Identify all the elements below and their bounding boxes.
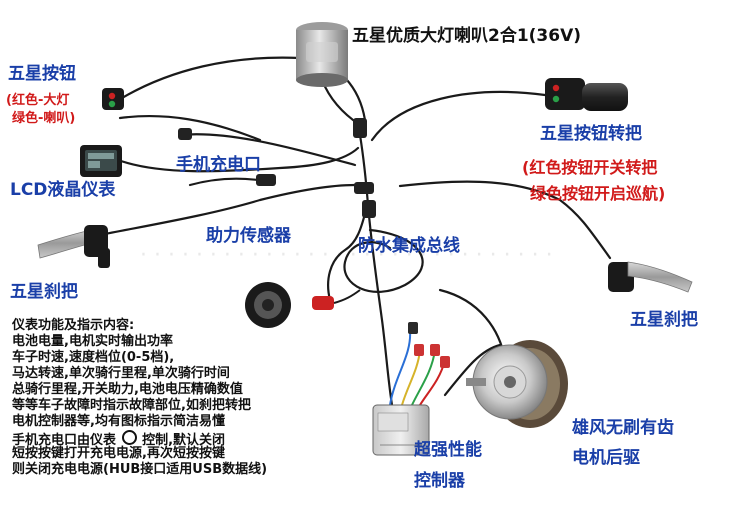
connectors — [178, 118, 376, 218]
connector — [353, 118, 367, 138]
description-line-suffix: 控制,默认关闭 — [142, 433, 226, 448]
red-button — [108, 92, 116, 100]
throttle-label: 五星按钮转把 — [540, 124, 642, 144]
description-line: 短按按键打开充电电源,再次短按按键 — [12, 446, 225, 461]
controller-label-1: 超强性能 — [414, 440, 482, 460]
right-brake-label: 五星刹把 — [630, 310, 698, 330]
controller — [372, 322, 450, 456]
controller-label-2: 控制器 — [414, 471, 465, 491]
description-line: 马达转速,单次骑行里程,单次骑行时间 — [12, 366, 230, 381]
red-button — [552, 84, 560, 92]
wire-left-brake — [98, 183, 357, 237]
description-line: 等等车子故障时指示故障部位,如刹把转把 — [12, 398, 251, 413]
wire-trunk-1 — [358, 133, 370, 207]
throttle-note-red: (红色按钮开关转把 — [522, 158, 658, 177]
wire-button — [120, 56, 367, 122]
power-button-icon — [121, 430, 137, 445]
wire-harness-loop — [343, 228, 424, 293]
wire-hub-1 — [178, 133, 357, 167]
wire-motor-2 — [443, 343, 502, 397]
connector — [354, 182, 374, 194]
wire-lcd — [116, 146, 360, 173]
button-note-green: 绿色-喇叭) — [12, 111, 76, 126]
harness-label: 防水集成总线 — [358, 236, 460, 256]
connector — [362, 200, 376, 218]
assist-sensor — [245, 282, 361, 328]
button-note-red: (红色-大灯 — [6, 93, 70, 108]
lcd-display — [80, 145, 122, 177]
lcd-label: LCD液晶仪表 — [10, 180, 116, 200]
wire-trunk-2 — [366, 203, 394, 407]
green-button — [552, 95, 560, 103]
wire-throttle — [370, 90, 547, 142]
motor-label-2: 电机后驱 — [572, 448, 640, 468]
wire-phone — [188, 177, 267, 187]
description-line-with-icon: 手机充电口由仪表 控制,默认关闭 — [12, 430, 225, 450]
left-brake-lever — [37, 225, 110, 268]
description-line: 总骑行里程,开关助力,电池电压精确数值 — [12, 382, 243, 397]
connector — [178, 128, 192, 140]
left-brake-label: 五星刹把 — [10, 282, 78, 302]
wiring — [98, 56, 612, 407]
throttle-grip — [545, 78, 628, 111]
phone-charge-label: 手机充电口 — [176, 155, 261, 175]
connector — [256, 174, 276, 186]
description-line: 电池电量,电机实时输出功率 — [12, 334, 173, 349]
assist-sensor-label: 助力传感器 — [206, 226, 291, 246]
description-line: 则关闭充电电源(HUB接口适用USB数据线) — [12, 462, 268, 477]
wire-hub-2 — [118, 114, 262, 142]
button-switch — [102, 88, 124, 110]
description-line: 车子时速,速度档位(0-5档), — [12, 350, 175, 365]
rear-hub-motor — [466, 340, 568, 428]
headlight-horn-label: 五星优质大灯喇叭2合1(36V) — [352, 26, 582, 46]
green-button — [108, 100, 116, 108]
wire-sensor — [327, 208, 368, 302]
description-line-prefix: 手机充电口由仪表 — [12, 433, 117, 448]
motor-label-1: 雄风无刷有齿 — [572, 418, 674, 438]
right-brake-lever — [608, 261, 693, 293]
button-label: 五星按钮 — [8, 64, 76, 84]
description-line: 仪表功能及指示内容: — [12, 318, 135, 333]
headlight-horn-device — [296, 22, 348, 87]
description-line: 电机控制器等,均有图标指示简洁易懂 — [12, 414, 225, 429]
wire-right-brake — [398, 180, 612, 260]
throttle-note-green: 绿色按钮开启巡航) — [530, 184, 666, 203]
